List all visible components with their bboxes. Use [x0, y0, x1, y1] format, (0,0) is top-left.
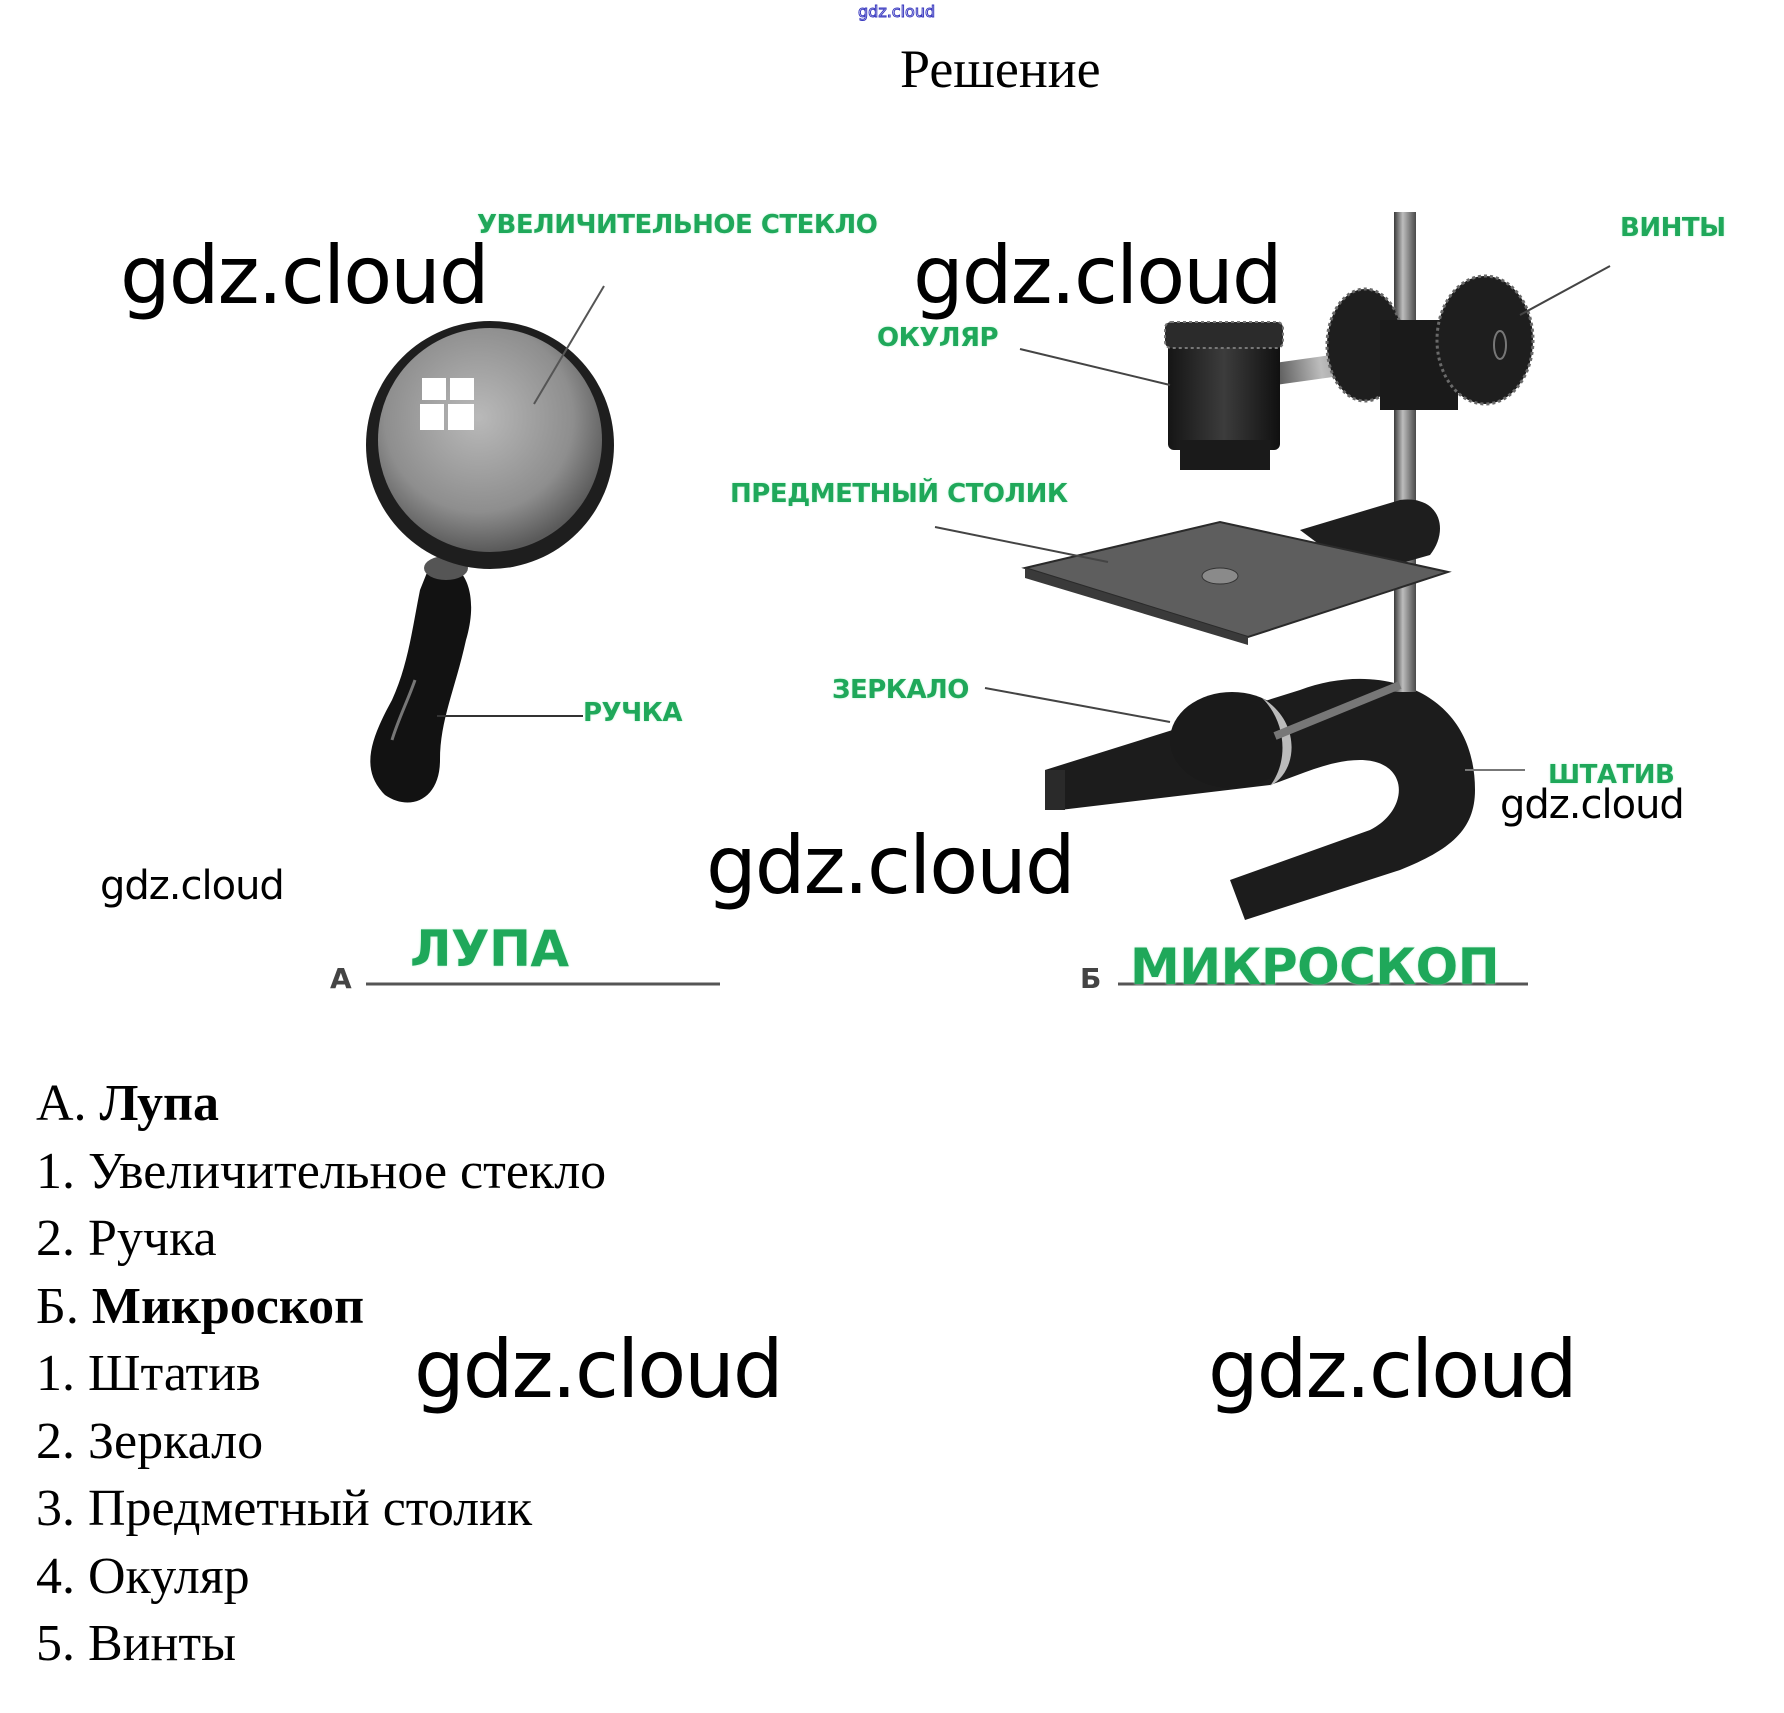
- caption-b-answer: МИКРОСКОП: [1130, 938, 1500, 996]
- microscope-screw-right: [1435, 274, 1535, 406]
- list-item: 1. Увеличительное стекло: [36, 1142, 607, 1200]
- section-prefix: Б.: [36, 1277, 79, 1335]
- list-item: 2. Зеркало: [36, 1412, 264, 1470]
- list-item: 5. Винты: [36, 1615, 237, 1672]
- answer-list: А. Лупа 1. Увеличительное стекло 2. Ручк…: [36, 1070, 606, 1678]
- label-mirror: ЗЕРКАЛО: [832, 675, 969, 705]
- microscope-rod: [1394, 212, 1416, 692]
- microscope-eyepiece: [1168, 330, 1280, 450]
- watermark: gdz.cloud: [913, 229, 1283, 322]
- magnifier-drawing: [366, 285, 614, 803]
- list-item: 3. Предметный столик: [36, 1480, 533, 1537]
- list-item: 2. Ручка: [36, 1210, 217, 1267]
- watermark: gdz.cloud: [414, 1323, 784, 1416]
- section-heading: А. Лупа: [36, 1070, 606, 1138]
- label-handle: РУЧКА: [583, 698, 683, 728]
- section-title: Лупа: [99, 1075, 219, 1132]
- caption-b-letter: Б: [1080, 962, 1102, 995]
- microscope-mirror: [1170, 692, 1294, 788]
- section-title: Микроскоп: [91, 1277, 365, 1335]
- list-item: 4. Окуляр: [36, 1547, 250, 1605]
- label-magnifying-glass: УВЕЛИЧИТЕЛЬНОЕ СТЕКЛО: [477, 210, 878, 240]
- magnifier-lens: [378, 328, 602, 552]
- label-stage: ПРЕДМЕТНЫЙ СТОЛИК: [730, 479, 1068, 509]
- magnifier-handle: [370, 560, 472, 803]
- microscope-drawing: [934, 212, 1611, 920]
- label-screws: ВИНТЫ: [1620, 213, 1726, 243]
- caption-a-answer: ЛУПА: [410, 920, 569, 978]
- label-stand: ШТАТИВ: [1548, 760, 1675, 790]
- caption-a-letter: А: [330, 962, 352, 995]
- list-item: 1. Штатив: [36, 1345, 261, 1402]
- watermark: gdz.cloud: [120, 229, 490, 322]
- watermark: gdz.cloud: [1500, 782, 1685, 828]
- watermark: gdz.cloud: [1208, 1323, 1578, 1416]
- site-watermark: gdz.cloud: [857, 2, 936, 22]
- label-eyepiece: ОКУЛЯР: [877, 323, 999, 353]
- page-title: Решение: [900, 39, 1101, 99]
- lens-highlight: [420, 378, 474, 430]
- microscope-base: [1045, 678, 1475, 920]
- section-heading: Б. Микроскоп: [36, 1273, 606, 1341]
- section-prefix: А.: [36, 1075, 87, 1132]
- watermark: gdz.cloud: [100, 863, 285, 909]
- watermark: gdz.cloud: [706, 819, 1076, 912]
